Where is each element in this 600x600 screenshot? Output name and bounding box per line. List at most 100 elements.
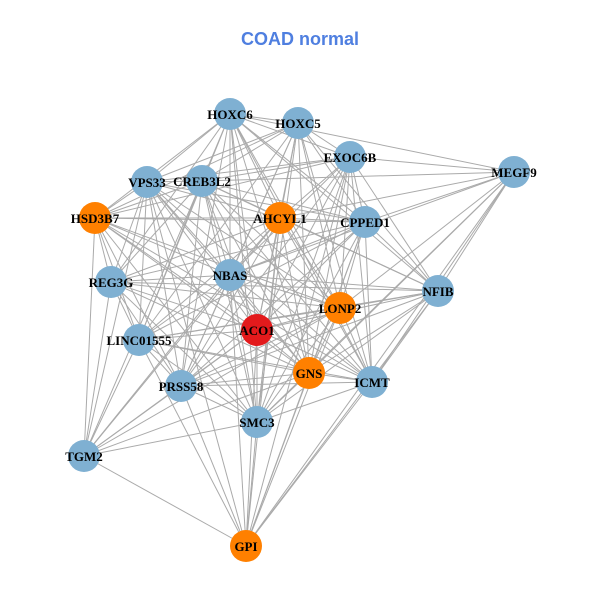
edge-nfib-smc3	[256, 290, 439, 423]
edge-nbas-nfib	[229, 274, 439, 292]
node-creb3l2[interactable]: CREB3L2	[173, 165, 231, 197]
edge-exoc6b-icmt	[349, 156, 373, 383]
edge-lonp2-prss58	[180, 307, 341, 387]
node-nbas[interactable]: NBAS	[213, 259, 248, 291]
edge-hoxc5-vps33	[146, 122, 299, 183]
node-ahcyl1[interactable]: AHCYL1	[253, 202, 307, 234]
node-hoxc6[interactable]: HOXC6	[207, 98, 253, 130]
node-vps33[interactable]: VPS33	[128, 166, 166, 198]
edge-nbas-lonp2	[229, 274, 341, 309]
edge-hsd3b7-prss58	[94, 217, 182, 387]
edge-ahcyl1-tgm2	[83, 217, 281, 457]
node-linc01555[interactable]: LINC01555	[106, 324, 172, 356]
edge-creb3l2-linc01555	[138, 180, 203, 341]
edge-linc01555-icmt	[138, 339, 373, 383]
edge-nfib-prss58	[180, 290, 439, 387]
node-label: GPI	[234, 539, 257, 554]
node-label: REG3G	[89, 275, 134, 290]
edge-ahcyl1-icmt	[279, 217, 373, 383]
node-megf9[interactable]: MEGF9	[491, 156, 537, 188]
node-prss58[interactable]: PRSS58	[159, 370, 204, 402]
edge-creb3l2-aco1	[201, 180, 258, 331]
edge-creb3l2-hsd3b7	[94, 180, 203, 219]
edge-lonp2-gpi	[245, 307, 341, 547]
node-label: MEGF9	[491, 165, 537, 180]
node-circle	[349, 206, 381, 238]
node-label: HSD3B7	[71, 211, 120, 226]
edge-tgm2-gpi	[83, 455, 247, 547]
node-lonp2[interactable]: LONP2	[319, 292, 362, 324]
edge-cpped1-nbas	[229, 221, 366, 276]
edge-cpped1-aco1	[256, 221, 366, 331]
edge-ahcyl1-aco1	[256, 217, 281, 331]
node-circle	[282, 107, 314, 139]
edge-nfib-gpi	[245, 290, 439, 547]
node-label: EXOC6B	[324, 150, 377, 165]
node-circle	[95, 266, 127, 298]
edge-exoc6b-gns	[308, 156, 351, 374]
node-label: PRSS58	[159, 379, 204, 394]
node-gpi[interactable]: GPI	[230, 530, 262, 562]
node-exoc6b[interactable]: EXOC6B	[324, 141, 377, 173]
edge-reg3g-nbas	[110, 274, 231, 283]
node-cpped1[interactable]: CPPED1	[340, 206, 390, 238]
node-label: AHCYL1	[253, 211, 306, 226]
edge-exoc6b-megf9	[349, 156, 515, 173]
edge-smc3-gpi	[245, 421, 258, 547]
edge-hoxc6-cpped1	[229, 113, 366, 223]
edge-nbas-gpi	[229, 274, 247, 547]
edge-exoc6b-aco1	[256, 156, 351, 331]
edge-creb3l2-smc3	[201, 180, 258, 423]
edge-linc01555-gpi	[138, 339, 247, 547]
edge-hoxc6-reg3g	[110, 113, 231, 283]
edge-gns-tgm2	[83, 372, 310, 457]
edge-megf9-gpi	[245, 171, 515, 547]
edge-nbas-linc01555	[138, 274, 231, 341]
node-circle	[68, 440, 100, 472]
edge-ahcyl1-gpi	[245, 217, 281, 547]
node-label: CPPED1	[340, 215, 390, 230]
node-hoxc5[interactable]: HOXC5	[275, 107, 321, 139]
edge-vps33-prss58	[146, 181, 182, 387]
edge-aco1-linc01555	[138, 329, 258, 341]
node-smc3[interactable]: SMC3	[239, 406, 275, 438]
node-icmt[interactable]: ICMT	[354, 366, 390, 398]
edge-layer	[83, 113, 515, 547]
edge-cpped1-linc01555	[138, 221, 366, 341]
node-circle	[123, 324, 155, 356]
edge-hoxc6-vps33	[146, 113, 231, 183]
node-label: GNS	[296, 366, 323, 381]
edge-vps33-icmt	[146, 181, 373, 383]
node-reg3g[interactable]: REG3G	[89, 266, 134, 298]
edge-gns-gpi	[245, 372, 310, 547]
edge-nfib-gns	[308, 290, 439, 374]
node-tgm2[interactable]: TGM2	[65, 440, 103, 472]
node-label: CREB3L2	[173, 174, 231, 189]
edge-hoxc5-linc01555	[138, 122, 299, 341]
node-circle	[334, 141, 366, 173]
node-nfib[interactable]: NFIB	[422, 275, 454, 307]
edge-creb3l2-nbas	[201, 180, 231, 276]
node-hsd3b7[interactable]: HSD3B7	[71, 202, 120, 234]
node-circle	[214, 98, 246, 130]
edge-reg3g-smc3	[110, 281, 258, 423]
node-circle	[264, 202, 296, 234]
node-gns[interactable]: GNS	[293, 357, 325, 389]
edge-ahcyl1-gns	[279, 217, 310, 374]
edge-cpped1-prss58	[180, 221, 366, 387]
edge-vps33-tgm2	[83, 181, 148, 457]
edge-hoxc6-ahcyl1	[229, 113, 281, 219]
edge-hsd3b7-lonp2	[94, 217, 341, 309]
edge-nbas-smc3	[229, 274, 258, 423]
edge-creb3l2-cpped1	[201, 180, 366, 223]
node-label: ICMT	[354, 375, 390, 390]
node-circle	[498, 156, 530, 188]
edge-ahcyl1-nfib	[279, 217, 439, 292]
node-circle	[131, 166, 163, 198]
node-aco1[interactable]: ACO1	[239, 314, 275, 346]
edge-gns-prss58	[180, 372, 310, 387]
edge-hsd3b7-smc3	[94, 217, 258, 423]
